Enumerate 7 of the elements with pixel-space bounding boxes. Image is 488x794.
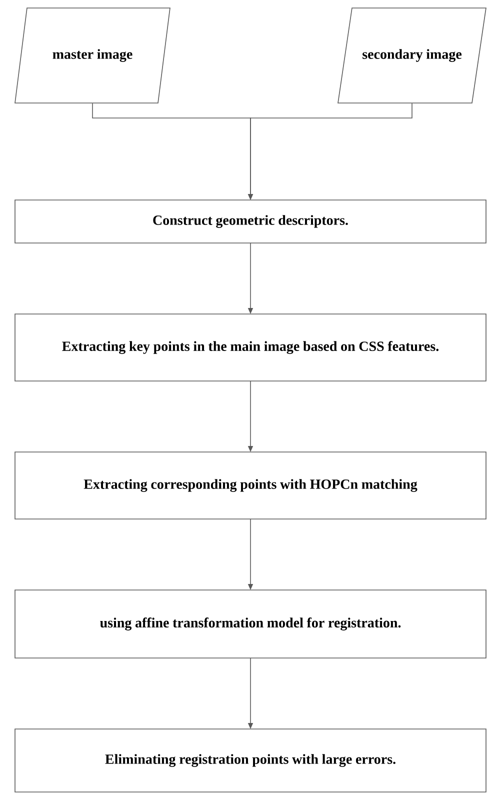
process-box: Extracting key points in the main image based on CSS features. (14, 314, 486, 382)
input-parallelogram: master image (14, 8, 170, 104)
process-box: Construct geometric descriptors. (14, 200, 486, 244)
process-box: Extracting corresponding points with HOPCn matching (14, 452, 486, 520)
input-parallelogram: secondary image (338, 8, 486, 104)
process-box: using affine transformation model for registration. (14, 590, 486, 658)
process-box: Eliminating registration points with large errors. (14, 728, 486, 792)
